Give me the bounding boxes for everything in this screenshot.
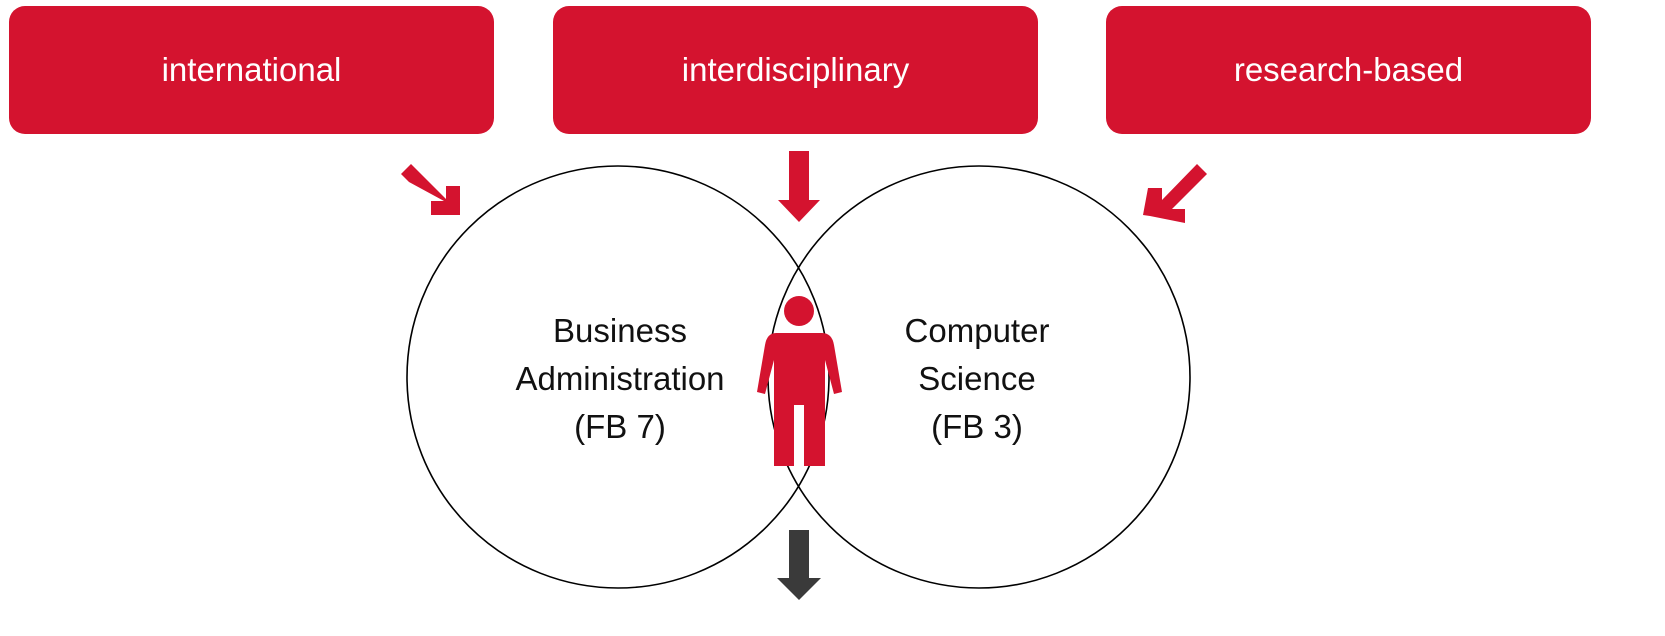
business-line-3: (FB 7) (574, 408, 666, 445)
person-icon (757, 296, 842, 466)
computer-science-label: Computer Science (FB 3) (842, 307, 1112, 451)
business-line-2: Administration (515, 360, 725, 397)
box-interdisciplinary-label: interdisciplinary (681, 51, 910, 88)
arrow-down-icon (778, 151, 820, 222)
arrow-down-dark-icon (777, 530, 821, 600)
box-research-based: research-based (1106, 6, 1591, 134)
arrow-down-left-icon (1143, 164, 1207, 223)
business-line-1: Business (553, 312, 687, 349)
box-international: international (9, 6, 494, 134)
box-research-based-label: research-based (1233, 51, 1464, 88)
business-circle (406, 165, 830, 589)
box-interdisciplinary: interdisciplinary (553, 6, 1038, 134)
business-administration-label: Business Administration (FB 7) (470, 307, 770, 451)
box-international-label: international (161, 51, 342, 88)
computer-line-2: Science (918, 360, 1036, 397)
computer-line-1: Computer (904, 312, 1050, 349)
arrow-down-right-icon (401, 164, 460, 215)
computer-line-3: (FB 3) (931, 408, 1023, 445)
